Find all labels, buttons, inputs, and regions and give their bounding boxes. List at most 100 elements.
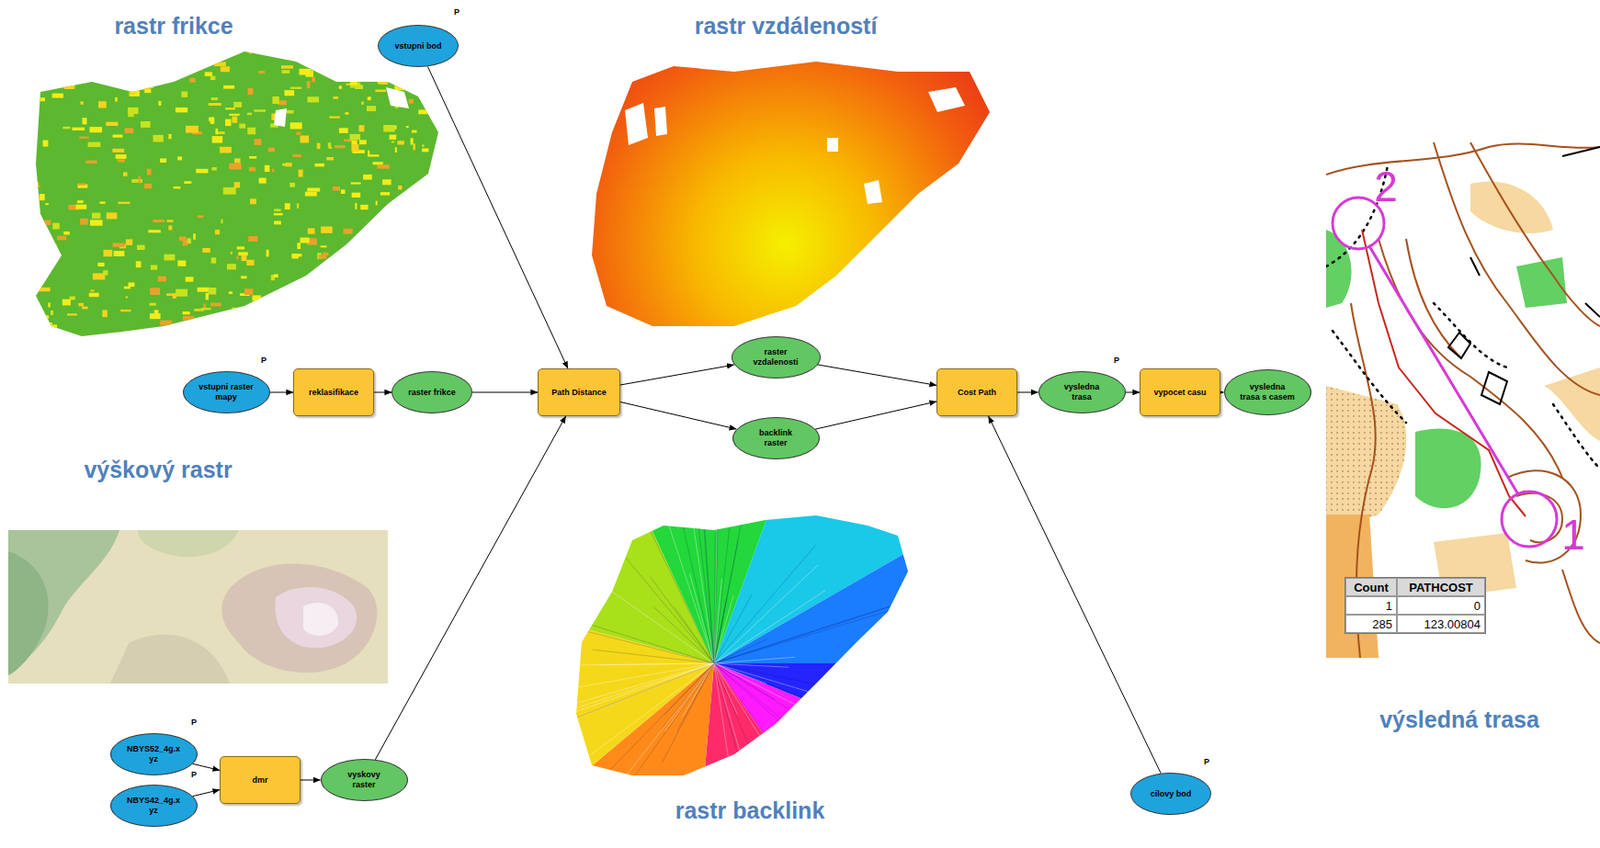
friction-speck [67, 313, 78, 316]
backlink-streak [714, 578, 723, 664]
friction-speck [395, 263, 404, 271]
friction-speck [182, 239, 188, 246]
friction-speck [416, 219, 427, 227]
friction-speck [398, 291, 406, 295]
friction-speck [351, 181, 362, 184]
friction-speck [429, 244, 437, 250]
friction-speck [136, 245, 146, 250]
parameter-mark: P [191, 770, 197, 780]
friction-speck [324, 266, 336, 272]
friction-speck [158, 334, 171, 339]
friction-speck [407, 283, 417, 285]
friction-speck [150, 265, 158, 271]
data-ellipse: NBYS42_4g.xyz [110, 784, 198, 828]
friction-speck [300, 136, 310, 144]
flow-arrow [427, 66, 568, 369]
friction-speck [421, 144, 424, 148]
raster-title: rastr frikce [113, 12, 233, 40]
friction-speck [228, 163, 242, 171]
friction-speck [79, 101, 83, 105]
friction-speck [233, 102, 242, 108]
friction-speck [254, 138, 262, 146]
friction-speck [354, 203, 357, 210]
friction-speck [79, 218, 89, 226]
backlink-streak [714, 565, 818, 664]
friction-speck [247, 113, 252, 116]
friction-speck [414, 278, 427, 283]
friction-speck [39, 193, 46, 201]
friction-speck [373, 69, 377, 78]
friction-speck [415, 275, 419, 282]
friction-speck [211, 257, 217, 263]
friction-speck [149, 303, 157, 307]
friction-speck [183, 181, 192, 184]
friction-speck [102, 270, 108, 275]
friction-speck [278, 329, 291, 335]
friction-speck [350, 134, 362, 141]
friction-speck [212, 136, 224, 144]
friction-speck [52, 223, 60, 230]
friction-speck [138, 82, 150, 91]
friction-speck [359, 286, 367, 293]
friction-speck [282, 69, 291, 74]
friction-speck [197, 287, 211, 293]
backlink-streak [533, 447, 715, 664]
friction-speck [128, 283, 136, 288]
friction-speck [306, 80, 311, 89]
data-ellipse: backlink raster [732, 417, 820, 460]
friction-speck [397, 185, 402, 191]
friction-speck [279, 48, 288, 57]
friction-speck [266, 323, 269, 330]
friction-speck [433, 233, 442, 239]
backlink-streak [564, 663, 715, 818]
friction-speck [215, 128, 219, 136]
friction-speck [393, 238, 399, 243]
friction-speck [281, 50, 291, 57]
friction-speck [297, 329, 307, 333]
friction-speck [223, 187, 237, 195]
friction-speck [292, 253, 299, 259]
friction-speck [48, 322, 53, 325]
friction-speck [88, 55, 99, 63]
friction-speck [37, 287, 51, 293]
raster-title: výsledná trasa [1379, 706, 1540, 734]
data-ellipse: vstupni bod [377, 24, 459, 68]
friction-speck [138, 176, 141, 184]
friction-speck [272, 169, 274, 173]
friction-speck [138, 72, 143, 76]
table-cell: 1 [1345, 596, 1397, 615]
friction-speck [104, 79, 113, 85]
friction-speck [306, 309, 311, 315]
friction-speck [332, 288, 336, 292]
friction-speck [287, 58, 292, 61]
backlink-streak [487, 592, 715, 664]
friction-speck [112, 148, 125, 153]
flow-arrow [374, 416, 566, 761]
node-label: vypocet casu [1153, 387, 1206, 398]
parameter-mark: P [453, 7, 460, 17]
friction-speck [228, 113, 239, 116]
friction-speck [300, 316, 310, 319]
friction-speck [37, 97, 46, 102]
flow-arrow [192, 763, 221, 771]
flow-arrow [815, 401, 937, 430]
friction-speck [113, 250, 125, 257]
friction-speck [254, 330, 264, 336]
friction-speck [208, 102, 222, 106]
friction-speck [241, 255, 248, 262]
backlink-streak [684, 400, 715, 664]
backlink-streak [714, 663, 940, 711]
friction-speck [418, 68, 422, 71]
friction-speck [231, 116, 238, 124]
node-label: reklasifikace [308, 387, 359, 398]
backlink-streak [510, 663, 715, 667]
friction-speck [58, 70, 68, 76]
friction-speck [238, 124, 246, 129]
friction-speck [380, 192, 390, 196]
friction-speck [167, 219, 174, 223]
friction-speck [376, 164, 389, 169]
orienteering-map [1326, 142, 1600, 659]
parameter-mark: P [1203, 757, 1210, 767]
node-label: vysledna trasa s casem [1238, 382, 1296, 403]
node-label: dmr [251, 775, 268, 786]
